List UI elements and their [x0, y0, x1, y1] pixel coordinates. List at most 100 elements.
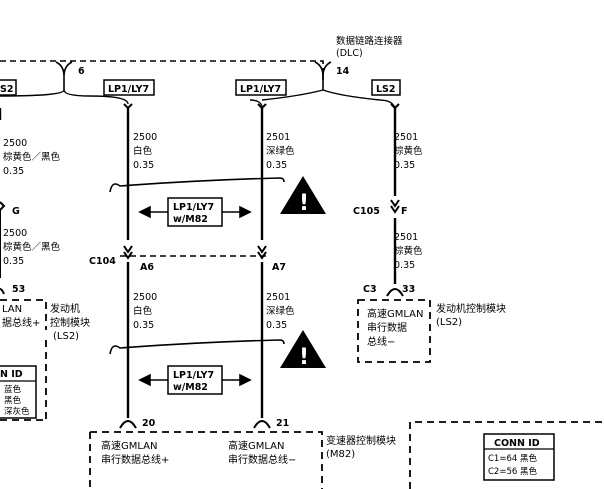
- svg-text:0.35: 0.35: [394, 160, 415, 171]
- splice-g-mark: [0, 201, 6, 211]
- svg-text:LP1/LY7: LP1/LY7: [173, 202, 214, 213]
- svg-text:2500: 2500: [3, 138, 27, 149]
- svg-text:深灰色: 深灰色: [4, 406, 30, 417]
- ecm-right-box: [357, 299, 431, 363]
- wire-label-left-bottom: 2500 白色 0.35: [133, 292, 157, 331]
- connector-c104: [120, 245, 270, 260]
- wire-mid-top-cap: [257, 103, 267, 110]
- svg-text:深绿色: 深绿色: [266, 145, 295, 157]
- ecm-left-title-2: 控制模块: [50, 316, 90, 329]
- svg-text:LS2: LS2: [376, 84, 396, 95]
- svg-text:高速GMLAN: 高速GMLAN: [101, 439, 158, 452]
- svg-text:白色: 白色: [133, 145, 153, 157]
- tcm-pin-20-label: 20: [142, 418, 156, 429]
- svg-text:2501: 2501: [266, 292, 290, 303]
- break-line-bottom: [109, 339, 285, 355]
- svg-text:深绿色: 深绿色: [266, 305, 295, 317]
- dlc-pin-14-label: 14: [336, 66, 350, 77]
- wire-label-mid-top: 2501 深绿色 0.35: [266, 132, 295, 171]
- tcm-title: 变速器控制模块: [326, 434, 396, 447]
- dlc-outline: [0, 60, 324, 68]
- c104-label: C104: [89, 256, 116, 267]
- c3-label: C3: [363, 284, 377, 295]
- ecm-left-title-1: 发动机: [50, 302, 80, 315]
- svg-text:2500: 2500: [133, 292, 157, 303]
- tcm-pin-21-label: 21: [276, 418, 289, 429]
- svg-text:0.35: 0.35: [394, 260, 415, 271]
- c3-pin: [386, 288, 404, 297]
- wire-label-far-left-top: 2500 棕黄色／黑色 0.35: [3, 138, 61, 177]
- svg-text:总线−: 总线−: [367, 335, 395, 348]
- c104-pin-a6-label: A6: [140, 262, 154, 273]
- wire-label-left-top: 2500 白色 0.35: [133, 132, 157, 171]
- svg-text:0.35: 0.35: [3, 256, 24, 267]
- svg-text:0.35: 0.35: [3, 166, 24, 177]
- svg-text:黑色: 黑色: [4, 395, 22, 406]
- svg-text:w/M82: w/M82: [173, 214, 208, 225]
- wire-left-top-cap: [123, 103, 133, 110]
- svg-text:0.35: 0.35: [133, 160, 154, 171]
- svg-text:LP1/LY7: LP1/LY7: [108, 84, 149, 95]
- ecm-left-conn-id-table: N ID 蓝色 黑色 深灰色: [0, 365, 37, 419]
- svg-text:串行数据总线+: 串行数据总线+: [101, 453, 169, 466]
- wire-label-right-top: 2501 棕黄色 0.35: [394, 132, 423, 171]
- svg-text:棕黄色／黑色: 棕黄色／黑色: [3, 241, 61, 253]
- svg-text:0.35: 0.35: [266, 160, 287, 171]
- svg-text:据总线+: 据总线+: [2, 316, 40, 329]
- svg-text:棕黄色: 棕黄色: [394, 145, 423, 157]
- svg-text:2500: 2500: [133, 132, 157, 143]
- wire-label-far-left-bottom: 2500 棕黄色／黑色 0.35: [3, 228, 61, 267]
- splice-g-label: G: [12, 206, 20, 217]
- ecm-left-box: [0, 299, 47, 421]
- svg-text:高速GMLAN: 高速GMLAN: [367, 307, 424, 320]
- svg-text:2501: 2501: [394, 132, 418, 143]
- c104-pin-a7-label: A7: [272, 262, 286, 273]
- svg-text:LAN: LAN: [2, 304, 22, 315]
- svg-text:!: !: [299, 345, 309, 370]
- dlc-pin-6-fork: [55, 61, 73, 77]
- tcm-box: [89, 431, 323, 489]
- svg-text:LP1/LY7: LP1/LY7: [173, 370, 214, 381]
- variant-box-lp1-right: LP1/LY7: [235, 79, 287, 96]
- bracket-left: [0, 89, 91, 97]
- warning-icon-bottom: !: [280, 330, 326, 370]
- svg-text:C1=64 黑色: C1=64 黑色: [488, 453, 537, 464]
- svg-text:白色: 白色: [133, 305, 153, 317]
- ecm-left-variant: (LS2): [53, 331, 79, 342]
- bracket-lp1-right: [249, 89, 396, 109]
- tcm-conn-id-table: CONN ID C1=64 黑色 C2=56 黑色: [483, 433, 555, 481]
- svg-text:串行数据总线−: 串行数据总线−: [228, 453, 296, 466]
- c3-pin-label: 33: [402, 284, 415, 295]
- svg-text:LP1/LY7: LP1/LY7: [240, 84, 281, 95]
- svg-text:高速GMLAN: 高速GMLAN: [228, 439, 285, 452]
- svg-text:CONN ID: CONN ID: [494, 438, 540, 449]
- wire-label-mid-bottom: 2501 深绿色 0.35: [266, 292, 295, 331]
- variant-box-lp1-left: LP1/LY7: [103, 79, 155, 96]
- svg-text:2501: 2501: [394, 232, 418, 243]
- svg-text:2500: 2500: [3, 228, 27, 239]
- tcm-pin-21: [253, 420, 271, 429]
- ecm-right-variant: (LS2): [436, 317, 462, 328]
- tcm-variant: (M82): [326, 449, 355, 460]
- svg-text:C2=56 黑色: C2=56 黑色: [488, 466, 537, 477]
- dlc-title: 数据链路连接器: [336, 35, 403, 47]
- c104-pin-a6: [123, 245, 133, 260]
- svg-text:2501: 2501: [266, 132, 290, 143]
- c105-pin-label: F: [401, 206, 408, 217]
- svg-text:棕黄色: 棕黄色: [394, 245, 423, 257]
- svg-text:0.35: 0.35: [133, 320, 154, 331]
- variant-box-ls2: LS2: [371, 79, 401, 96]
- ecm-right-title: 发动机控制模块: [436, 302, 506, 315]
- wire-label-right-bottom: 2501 棕黄色 0.35: [394, 232, 423, 271]
- bracket-lp1-left: [89, 95, 129, 105]
- svg-text:串行数据: 串行数据: [367, 321, 407, 334]
- tcm-pin-20: [119, 420, 137, 429]
- svg-text:棕黄色／黑色: 棕黄色／黑色: [3, 151, 61, 163]
- option-box-bottom: LP1/LY7 w/M82: [167, 365, 223, 395]
- wire-right-top-cap: [390, 103, 400, 110]
- connector-c105: [390, 199, 400, 214]
- ecm-left-pin: [0, 288, 5, 295]
- svg-text:!: !: [299, 191, 309, 216]
- svg-text:N ID: N ID: [0, 369, 23, 380]
